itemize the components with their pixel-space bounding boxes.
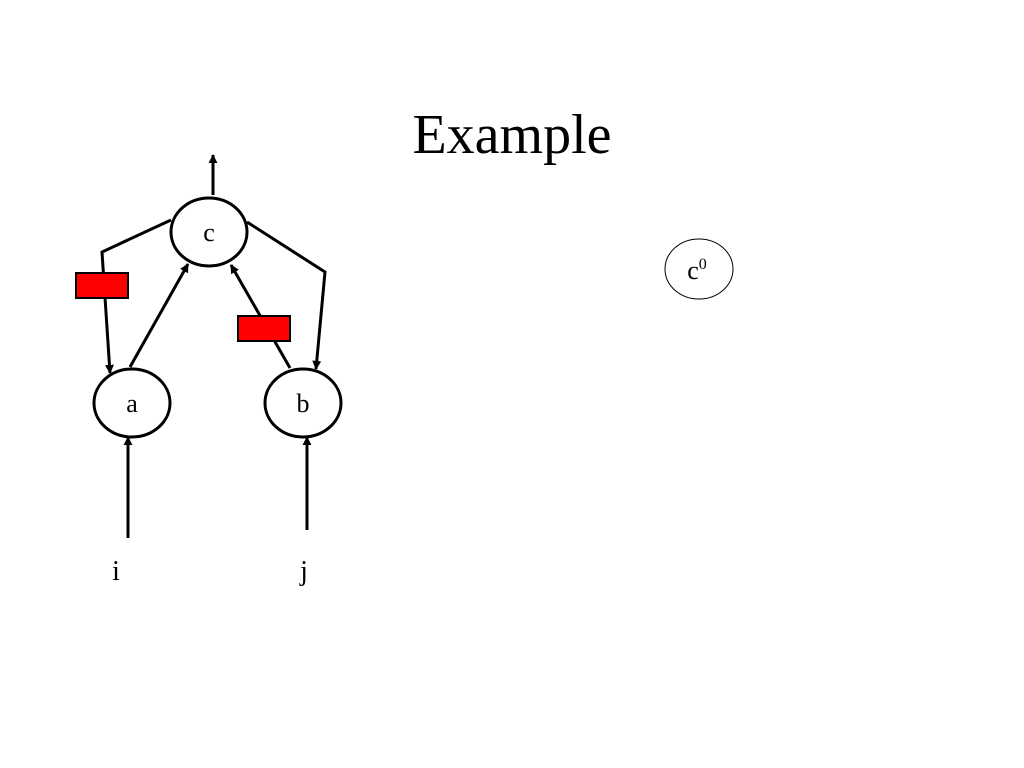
slide-title: Example [412,104,612,166]
edge-c-to-a [100,218,172,374]
node-b: b [263,367,343,439]
edge-a-to-c [128,263,190,368]
input-j-label: j [299,556,308,587]
state-node-base: c [687,256,699,285]
node-a-label: a [126,389,138,418]
node-b-label: b [297,389,310,418]
state-node-label: c0 [687,256,707,285]
input-i-label: i [112,556,120,587]
state-node-c0: c0 [664,238,734,300]
register-left [75,272,129,299]
node-a: a [92,367,172,439]
register-right [237,315,291,342]
state-node-superscript: 0 [699,256,707,273]
node-c: c [169,196,249,268]
edge-c-to-b [246,220,327,370]
node-c-label: c [203,218,215,247]
